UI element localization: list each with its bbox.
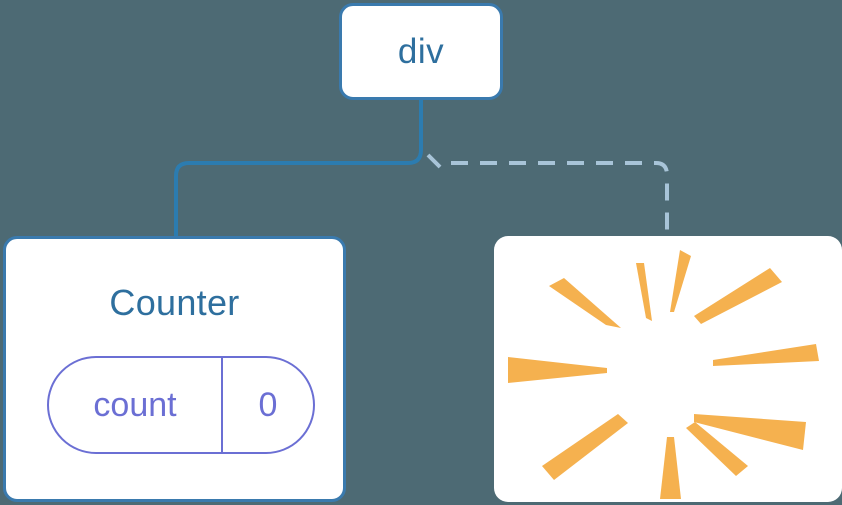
edge-div-to-sparkle: [426, 153, 669, 236]
ray-s: [660, 437, 681, 499]
ray-se: [686, 422, 748, 476]
state-pill-value: 0: [258, 386, 278, 424]
node-counter-label: Counter: [109, 282, 240, 323]
state-pill-key: count: [49, 358, 223, 452]
ray-sw: [542, 414, 628, 480]
node-sparkle[interactable]: [494, 236, 842, 502]
ray-nw: [549, 278, 621, 328]
ray-e: [694, 414, 806, 450]
node-div[interactable]: div: [339, 3, 503, 100]
sparkle-burst-icon: [508, 250, 819, 499]
node-div-label: div: [397, 32, 445, 71]
ray-ene: [713, 344, 819, 366]
ray-w: [508, 357, 607, 383]
ray-n: [670, 250, 691, 312]
ray-nnw: [636, 263, 652, 321]
state-pill-count[interactable]: count 0: [47, 356, 315, 454]
edge-div-to-counter: [174, 98, 423, 238]
node-counter[interactable]: Counter count 0: [3, 236, 346, 502]
ray-ne: [694, 268, 782, 324]
